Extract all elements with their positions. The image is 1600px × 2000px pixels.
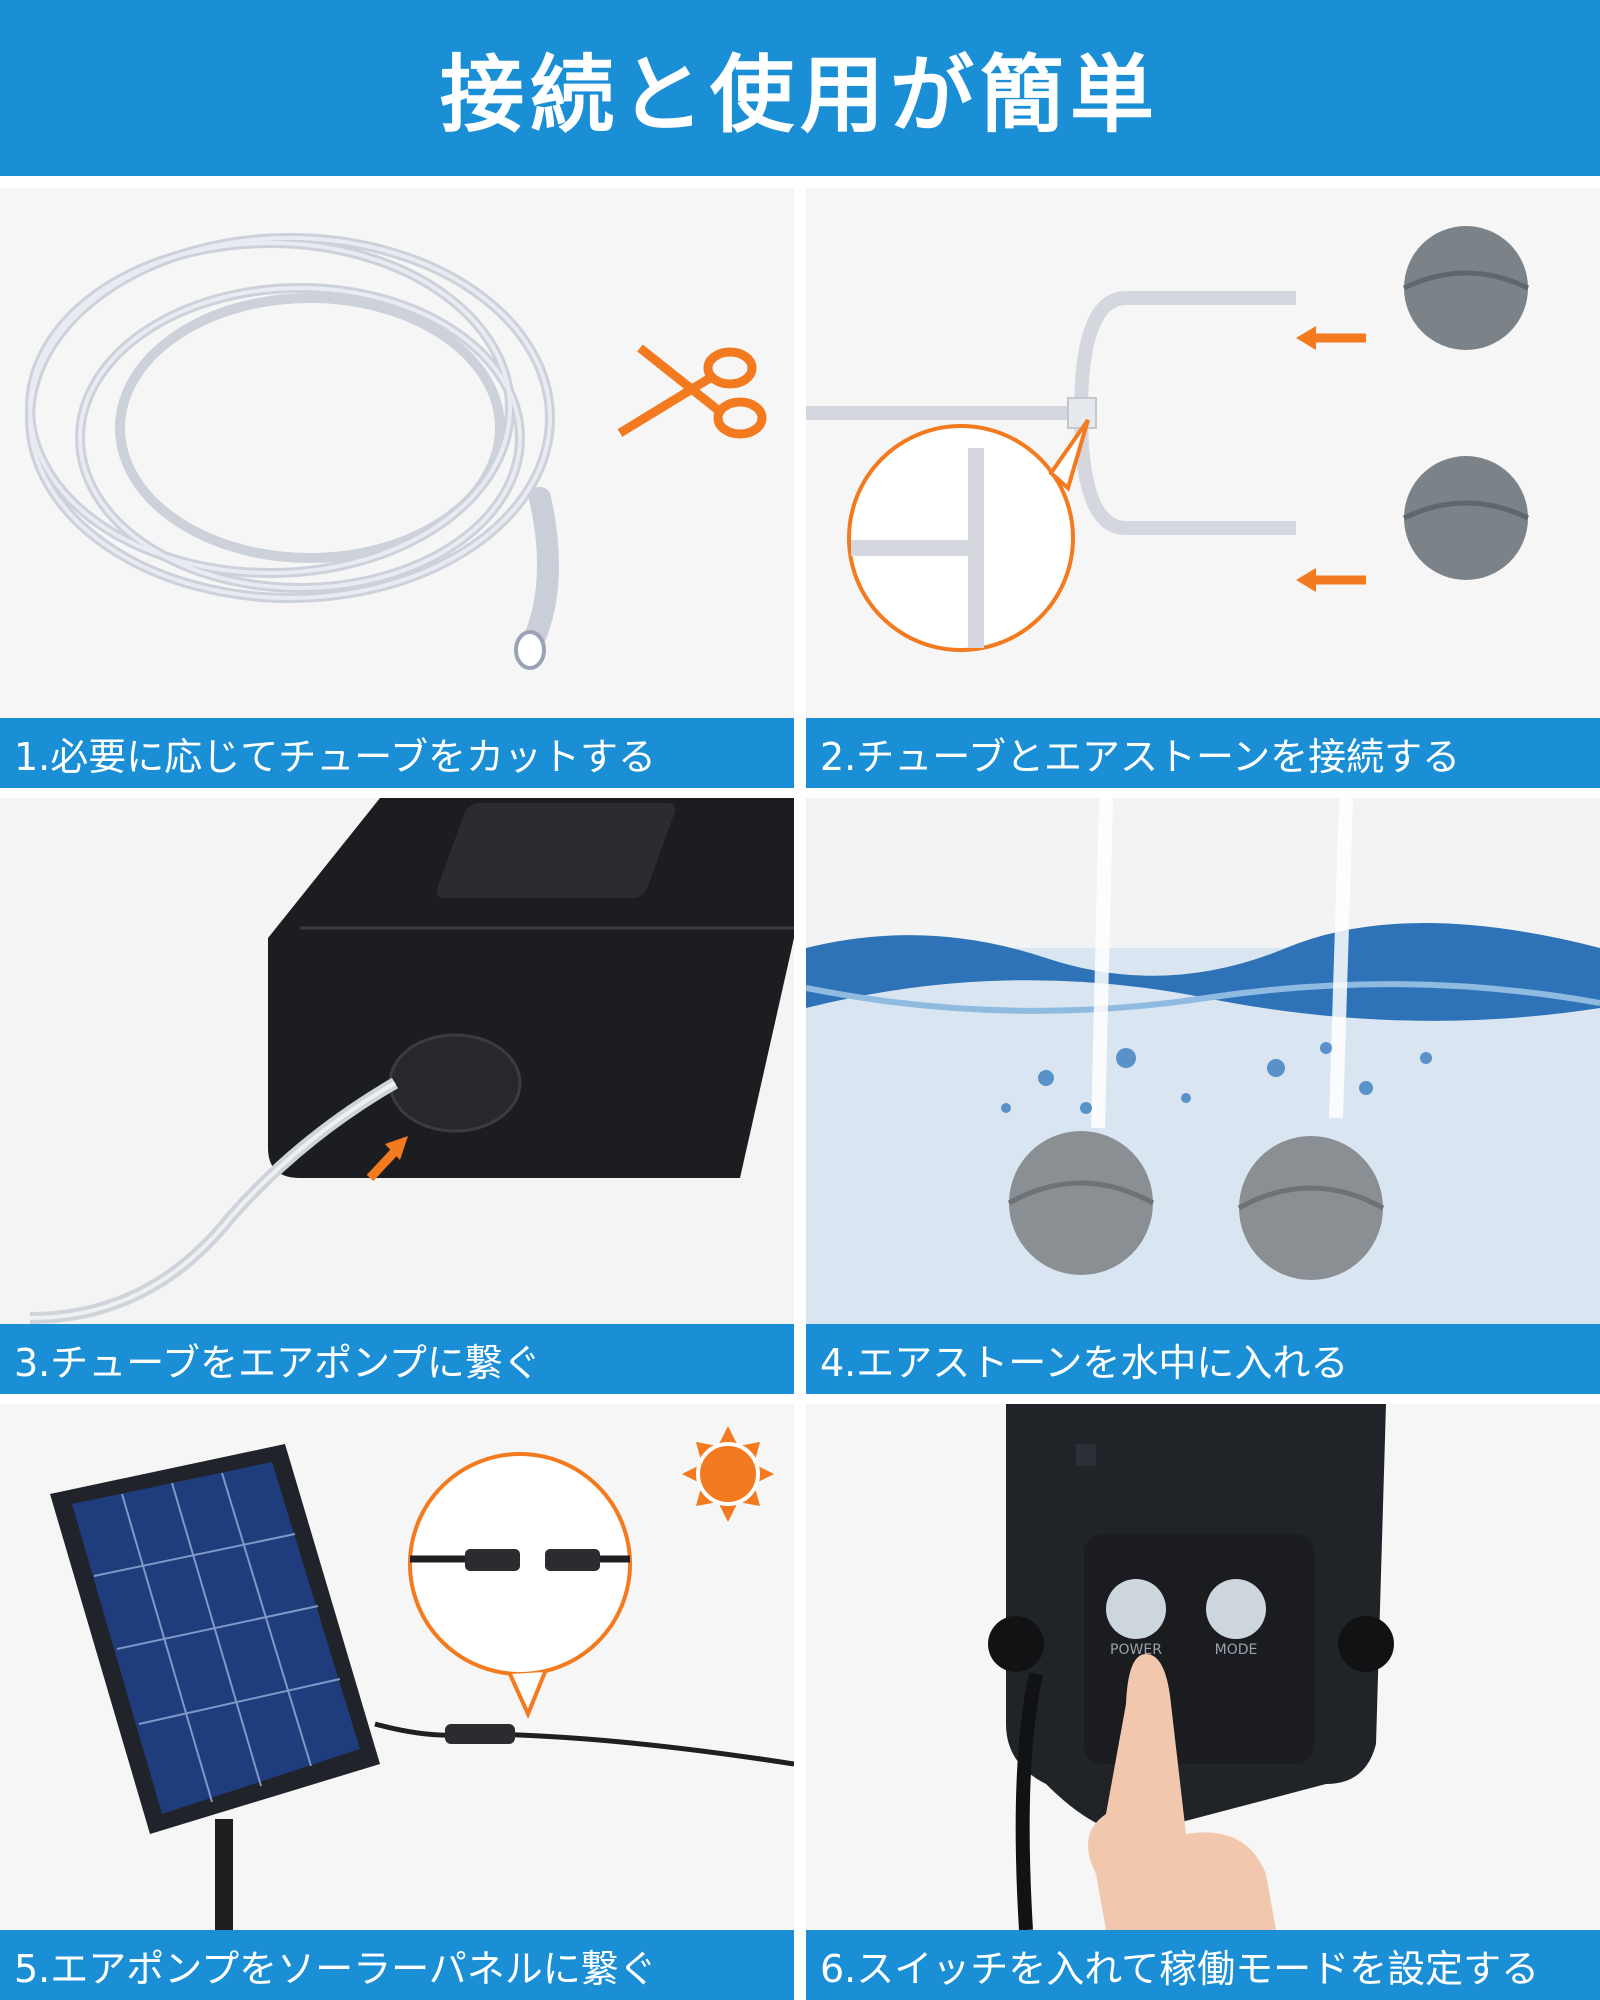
step-3-caption: 3.チューブをエアポンプに繋ぐ	[0, 1324, 794, 1394]
step-5-panel: 5.エアポンプをソーラーパネルに繋ぐ	[0, 1404, 794, 2000]
step-4-caption: 4.エアストーンを水中に入れる	[806, 1324, 1600, 1394]
airstone-icon	[1402, 226, 1530, 580]
step-6-caption: 6.スイッチを入れて稼働モードを設定する	[806, 1930, 1600, 2000]
mode-label: MODE	[1215, 1642, 1258, 1658]
scissors-icon	[617, 344, 767, 439]
sun-icon	[682, 1426, 774, 1522]
solar-panel-icon	[0, 1404, 794, 1930]
step-4-panel: 4.エアストーンを水中に入れる	[806, 798, 1600, 1394]
step-1-caption: 1.必要に応じてチューブをカットする	[0, 718, 794, 788]
step-1-panel: 1.必要に応じてチューブをカットする	[0, 188, 794, 788]
water-airstone-icon	[806, 798, 1600, 1324]
page-title: 接続と使用が簡単	[439, 45, 1160, 144]
step-2-caption: 2.チューブとエアストーンを接続する	[806, 718, 1600, 788]
step-6-panel: POWER MODE 6.スイッチを入れて稼働モードを設定する	[806, 1404, 1600, 2000]
step-5-caption: 5.エアポンプをソーラーパネルに繋ぐ	[0, 1930, 794, 2000]
t-connector-icon	[806, 188, 1600, 718]
power-switch-icon: POWER MODE	[806, 1404, 1600, 1930]
power-label: POWER	[1110, 1642, 1162, 1658]
step-2-panel: 2.チューブとエアストーンを接続する	[806, 188, 1600, 788]
page-header: 接続と使用が簡単	[0, 0, 1600, 176]
step-3-panel: 3.チューブをエアポンプに繋ぐ	[0, 798, 794, 1394]
air-pump-icon	[0, 798, 794, 1324]
tube-coil-icon	[0, 188, 794, 718]
